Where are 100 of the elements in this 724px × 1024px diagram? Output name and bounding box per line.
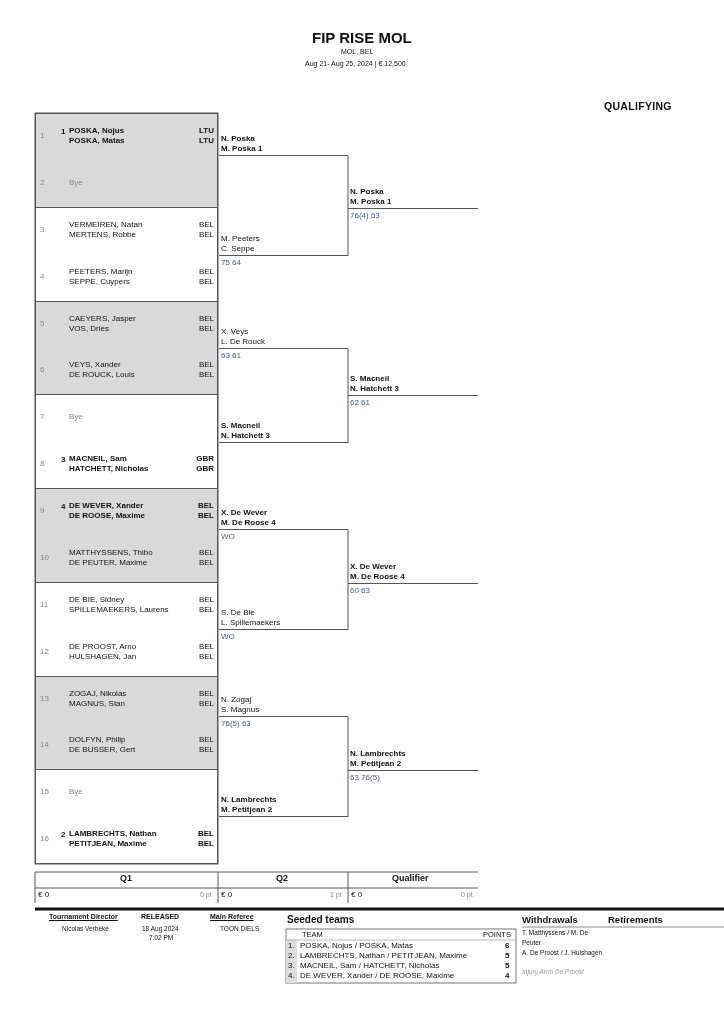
- match-score: 62 61: [350, 398, 371, 407]
- player-name: DOLFYN, Philip: [69, 735, 126, 745]
- seed-number: 3: [61, 455, 66, 465]
- team-name: POSKA, Nojus / POSKA, Matas: [300, 941, 413, 950]
- player-name: PETITJEAN, Maxime: [69, 839, 147, 849]
- seed-number: 4: [61, 502, 66, 511]
- rank-number: 4.: [288, 971, 295, 980]
- player-name: SEPPE, Cuypers: [69, 276, 130, 286]
- bracket-slot: [348, 373, 478, 396]
- bracket-line: [347, 395, 349, 444]
- player-name: M. Petitjean 2: [221, 805, 273, 814]
- player-name: M. De Roose 4: [350, 572, 405, 581]
- bracket-slot: [219, 507, 348, 530]
- draw-position: 14: [40, 740, 49, 750]
- draw-position: 7: [40, 412, 45, 422]
- player-name: N. Hatchett 3: [221, 431, 270, 440]
- bracket-line: [347, 770, 349, 818]
- draw-position: 5: [40, 318, 45, 328]
- match-score: 60 63: [350, 586, 371, 595]
- draw-position: 8: [40, 459, 45, 469]
- match-score: 63 76(5): [350, 773, 380, 782]
- table-heading: Retirements: [608, 914, 663, 925]
- draw-position: 11: [40, 599, 49, 609]
- table-heading: Seeded teams: [287, 914, 355, 925]
- country-code: BEL: [198, 501, 214, 510]
- player-name: DE WEVER, Xander: [69, 501, 144, 510]
- country-code: BEL: [198, 688, 214, 698]
- country-code: BEL: [198, 604, 214, 614]
- country-code: BEL: [198, 511, 214, 520]
- player-name: SPILLEMAEKERS, Laurens: [69, 604, 169, 614]
- bracket-line: [347, 529, 349, 585]
- bracket-slot: [219, 233, 348, 256]
- table-heading: Withdrawals: [522, 914, 578, 925]
- player-name: PEETERS, Marijn: [69, 266, 133, 276]
- country-code: BEL: [198, 276, 214, 286]
- bracket-slot: [219, 326, 348, 349]
- draw-band: [35, 300, 218, 396]
- prize-money: € 0: [351, 890, 363, 899]
- player-name: L. De Rouck: [221, 337, 266, 346]
- country-code: BEL: [198, 323, 214, 333]
- round-heading: Qualifier: [392, 873, 429, 883]
- player-name: DE BUSSER, Gert: [69, 745, 136, 755]
- player-name: L. Spillemaekers: [221, 618, 281, 627]
- player-name: VOS, Dries: [69, 323, 109, 333]
- draw-band: [35, 394, 218, 489]
- player-name: LAMBRECHTS, Nathan: [69, 829, 157, 839]
- country-code: BEL: [198, 370, 214, 380]
- bracket-slot: [219, 607, 348, 630]
- bye-text: Bye: [69, 787, 83, 797]
- draw-band: [35, 581, 218, 677]
- player-name: CAEYERS, Jasper: [69, 313, 136, 323]
- draw-heading: QUALIFYING: [604, 100, 672, 112]
- country-code: BEL: [198, 839, 214, 849]
- player-name: S. De Bie: [221, 608, 255, 617]
- seed-number: 2: [61, 830, 66, 840]
- player-name: S. Macneil: [350, 374, 390, 383]
- country-code: BEL: [198, 229, 214, 239]
- match-score: 76(4) 63: [350, 211, 380, 220]
- country-code: BEL: [198, 829, 214, 839]
- player-name: M. Poska 1: [350, 197, 392, 206]
- draw-position: 1: [40, 131, 45, 140]
- draw-position: 13: [40, 693, 49, 703]
- player-name: S. Macneil: [221, 421, 261, 430]
- player-name: C. Seppe: [221, 244, 255, 253]
- player-name: X. De Wever: [350, 562, 397, 571]
- player-name: DE ROOSE, Maxime: [69, 511, 146, 520]
- bracket-slot: [219, 694, 348, 717]
- country-code: GBR: [196, 454, 214, 464]
- country-code: BEL: [198, 360, 214, 370]
- country-code: BEL: [198, 313, 214, 323]
- bracket-line: [347, 583, 349, 631]
- country-code: GBR: [196, 464, 214, 474]
- team-name: MACNEIL, Sam / HATCHETT, Nicholas: [300, 961, 440, 970]
- bracket-line: [347, 155, 349, 210]
- player-name: MACNEIL, Sam: [69, 454, 127, 464]
- draw-position: 12: [40, 646, 49, 656]
- draw-band: [35, 113, 218, 208]
- match-score: 76(5) 63: [221, 719, 251, 728]
- bracket-slot: [219, 420, 348, 443]
- player-name: M. De Roose 4: [221, 518, 276, 527]
- player-name: N. Zogaj: [221, 695, 252, 704]
- player-name: M. Petitjean 2: [350, 759, 402, 768]
- player-name: N. Lambrechts: [221, 795, 277, 804]
- player-name: N. Lambrechts: [350, 749, 406, 758]
- player-name: N. Hatchett 3: [350, 384, 399, 393]
- player-name: VEYS, Xander: [69, 360, 121, 370]
- player-name: M. Poska 1: [221, 144, 263, 153]
- draw-band: [35, 675, 218, 771]
- player-name: ZOGAJ, Nikolas: [69, 688, 127, 698]
- country-code: BEL: [198, 219, 214, 229]
- match-score: WO: [221, 532, 235, 541]
- player-name: DE PEUTER, Maxime: [69, 557, 148, 567]
- bye-text: Bye: [69, 412, 83, 422]
- country-code: BEL: [198, 641, 214, 651]
- draw-position: 15: [40, 787, 49, 797]
- player-name: VERMEIREN, Natan: [69, 219, 143, 229]
- bracket-line: [347, 208, 349, 257]
- player-name: N. Poska: [221, 134, 255, 143]
- rank-number: 3.: [288, 961, 295, 970]
- bracket-slot: [348, 186, 478, 209]
